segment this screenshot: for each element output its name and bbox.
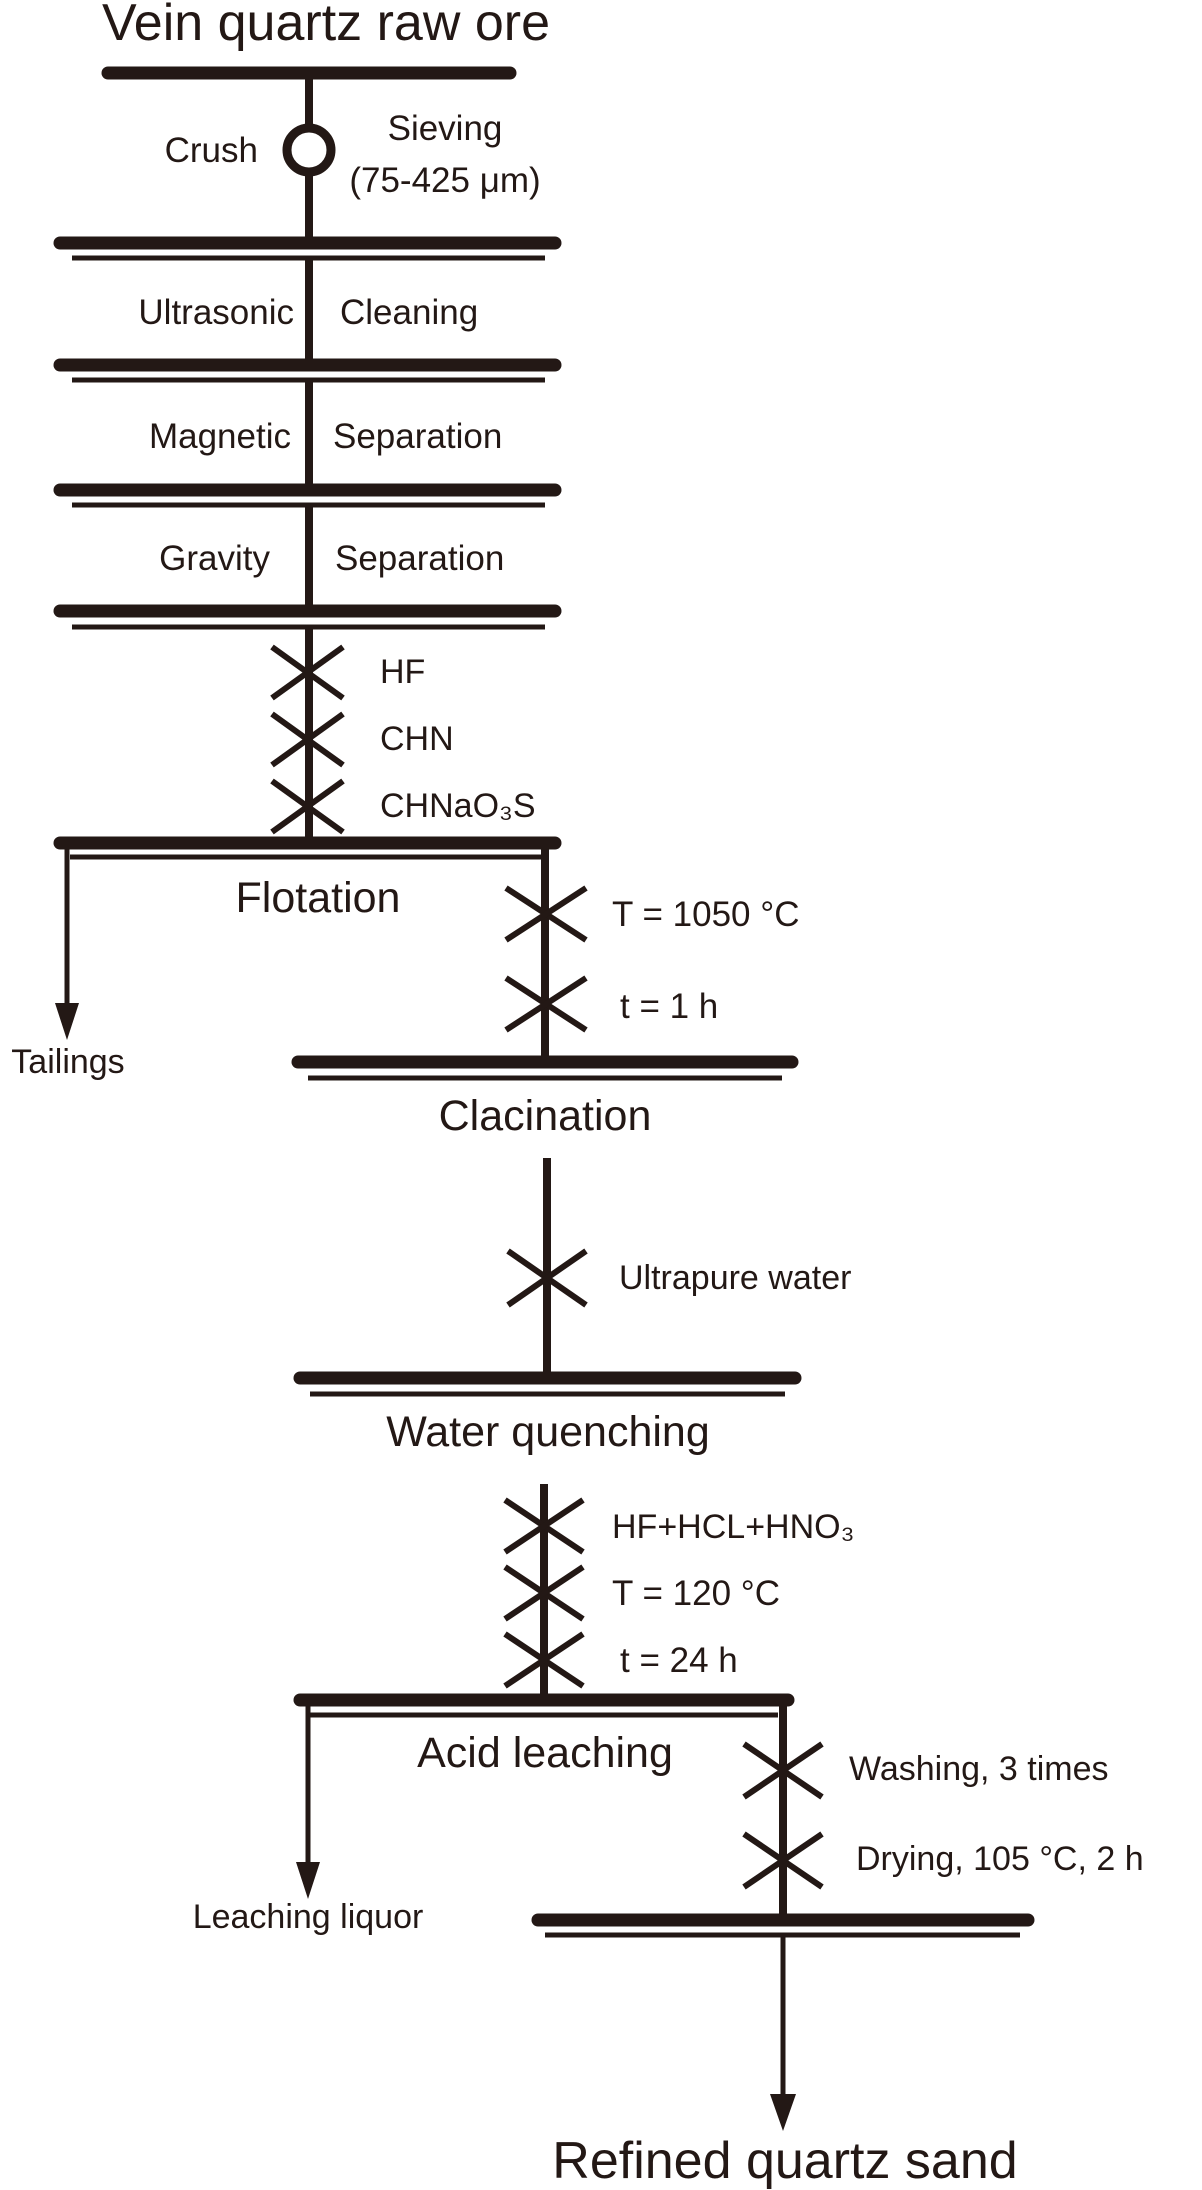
condition-label: Washing, 3 times: [849, 1750, 1109, 1788]
condition-label: t = 24 h: [620, 1641, 738, 1680]
start-node-label: Vein quartz raw ore: [102, 0, 550, 52]
condition-icon: [742, 1831, 824, 1890]
reagent-label: CHNaO₃S: [380, 787, 536, 825]
condition-icon: [506, 1248, 588, 1308]
gravity-label: Gravity: [159, 539, 270, 578]
acid-leaching-label: Acid leaching: [417, 1729, 673, 1777]
cleaning-label: Cleaning: [340, 293, 478, 332]
crush-label: Crush: [165, 131, 258, 170]
condition-icon: [504, 885, 588, 943]
water-quenching-label: Water quenching: [386, 1408, 710, 1456]
arrow-down-icon: [770, 2094, 796, 2131]
ultrasonic-label: Ultrasonic: [138, 293, 294, 332]
condition-label: HF+HCL+HNO₃: [612, 1508, 854, 1546]
condition-icon: [742, 1741, 824, 1800]
condition-label: T = 1050 °C: [612, 895, 800, 934]
condition-label: T = 120 °C: [612, 1574, 780, 1613]
leaching-liquor-label: Leaching liquor: [193, 1898, 424, 1936]
magnetic-label: Magnetic: [149, 417, 291, 456]
reagent-addition-icon: [270, 711, 345, 768]
reagent-label: CHN: [380, 720, 454, 758]
arrow-down-icon: [55, 1003, 79, 1040]
condition-icon: [503, 1497, 585, 1555]
sieving-label: Sieving: [388, 109, 503, 148]
magnetic-separation-label: Separation: [333, 417, 502, 456]
end-node-label: Refined quartz sand: [552, 2132, 1017, 2190]
reagent-addition-icon: [270, 778, 345, 835]
sieving-size-label: (75-425 μm): [349, 161, 540, 200]
condition-icon: [503, 1631, 585, 1689]
condition-label: Ultrapure water: [619, 1259, 851, 1297]
flotation-label: Flotation: [236, 874, 401, 922]
condition-icon: [504, 975, 588, 1033]
calcination-label: Clacination: [439, 1092, 652, 1140]
reagent-addition-icon: [270, 644, 345, 701]
condition-label: Drying, 105 °C, 2 h: [856, 1840, 1144, 1878]
condition-label: t = 1 h: [620, 987, 718, 1026]
reagent-label: HF: [380, 653, 425, 691]
condition-icon: [503, 1564, 585, 1622]
tailings-label: Tailings: [11, 1043, 124, 1081]
gravity-separation-label: Separation: [335, 539, 504, 578]
crusher-icon: [282, 123, 336, 177]
arrow-down-icon: [296, 1862, 320, 1899]
